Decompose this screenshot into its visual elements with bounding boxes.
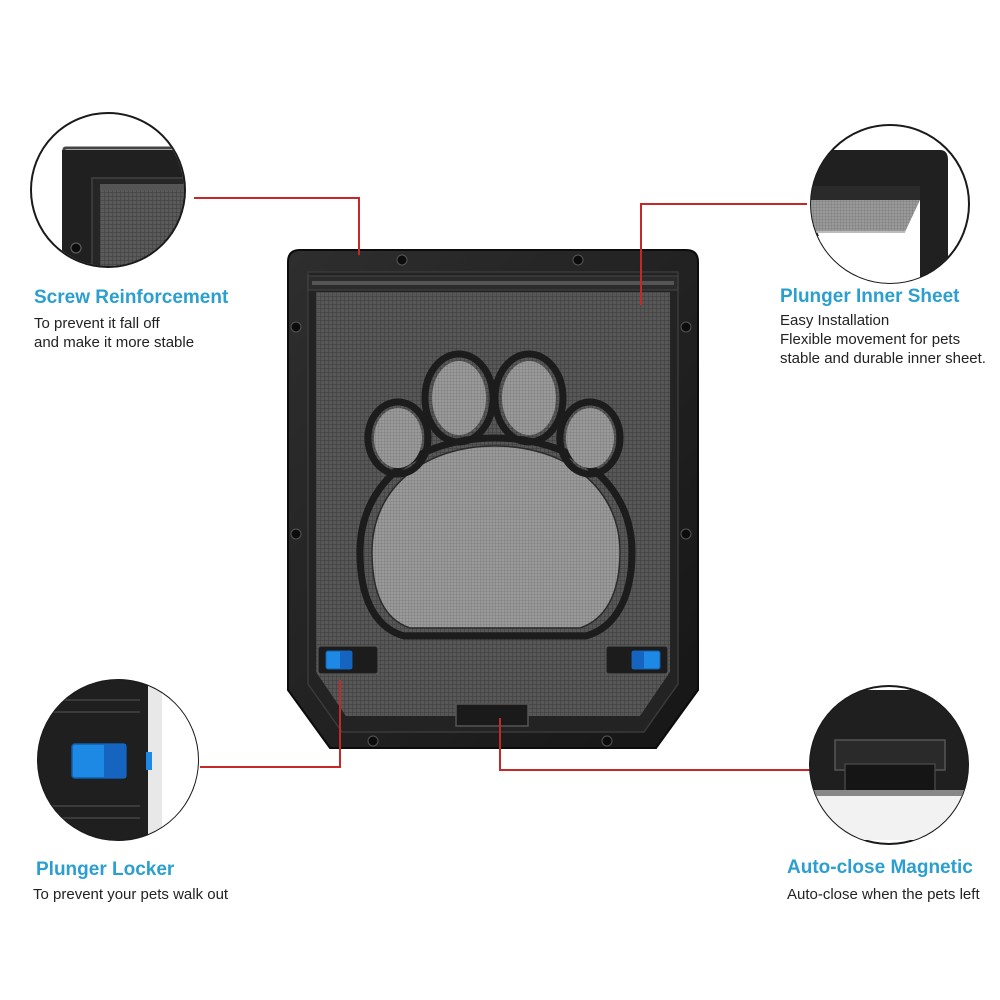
plunger-lock-left [317,645,379,675]
leader-lines [194,197,812,771]
desc-line: Flexible movement for pets [780,331,961,348]
leader-line-inner-sheet [640,203,807,305]
feature-desc-plunger-locker: To prevent your pets walk out [33,885,228,904]
feature-desc-plunger-inner-sheet: Easy Installation Flexible movement for … [780,311,986,368]
magnet-block [455,703,529,727]
detail-circle-screw [30,112,186,268]
feature-title-auto-close-magnetic: Auto-close Magnetic [787,857,973,878]
desc-line: To prevent it fall off [34,315,160,332]
screw-icons [290,254,692,747]
leader-line-magnet [499,718,812,771]
plunger-lock-right [605,645,669,675]
desc-line: Auto-close when the pets left [787,886,980,903]
desc-line: and make it more stable [34,334,195,351]
detail-circle-inner-sheet [810,124,970,284]
feature-desc-auto-close-magnetic: Auto-close when the pets left [787,885,980,904]
desc-line: To prevent your pets walk out [33,886,229,903]
leader-line-locker [200,680,341,768]
desc-line: Easy Installation [780,312,890,329]
leader-line-screw [194,197,360,255]
detail-circle-magnet [809,685,969,845]
feature-desc-screw-reinforcement: To prevent it fall off and make it more … [34,314,194,352]
feature-title-screw-reinforcement: Screw Reinforcement [34,287,229,308]
feature-title-plunger-inner-sheet: Plunger Inner Sheet [780,286,960,307]
feature-title-plunger-locker: Plunger Locker [36,859,175,880]
pet-door [287,249,699,749]
desc-line: stable and durable inner sheet. [780,350,986,367]
paw-cutout [356,350,636,640]
detail-circle-locker [37,679,199,841]
